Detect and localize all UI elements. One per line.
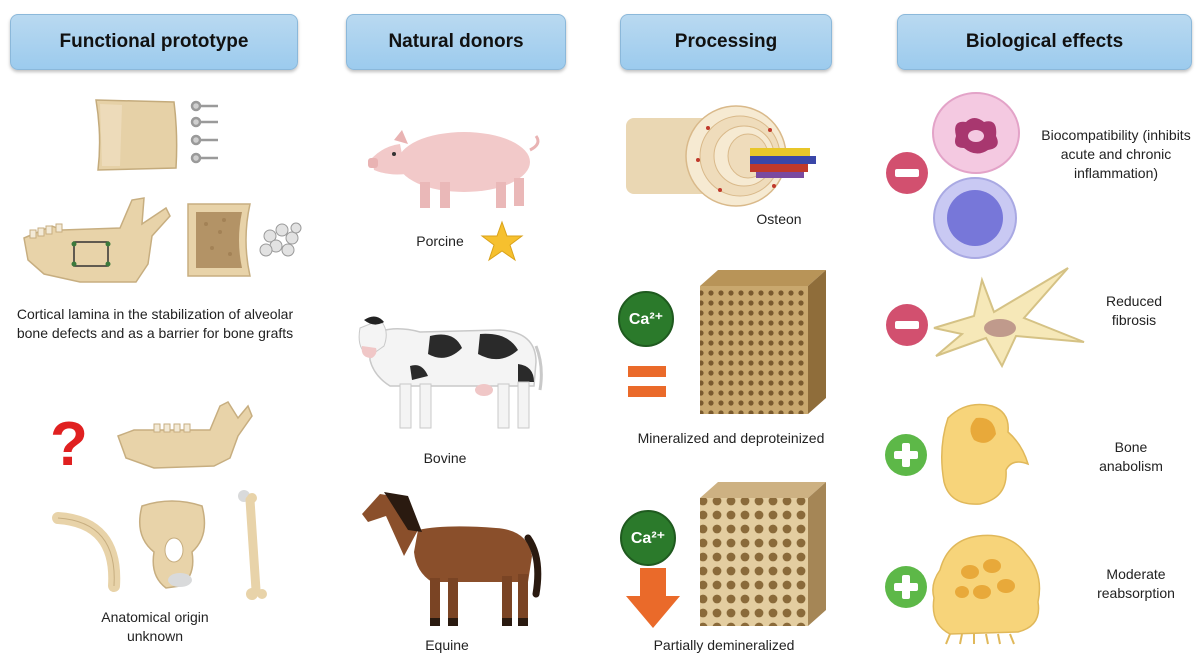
calcium-ion-badge-1: Ca²⁺ — [618, 291, 674, 347]
mandible-illustration — [20, 194, 176, 290]
plus-icon-2 — [885, 566, 927, 608]
anatomical-origin-caption: Anatomical origin unknown — [80, 608, 230, 646]
header-natural-donors: Natural donors — [346, 14, 566, 70]
bone-graft-barrier-illustration — [184, 200, 306, 280]
neutrophil-cell-illustration — [930, 90, 1022, 176]
question-mark-icon: ? — [50, 410, 88, 480]
equine-label: Equine — [404, 636, 490, 655]
star-icon — [480, 220, 524, 262]
calcium-ion-badge-2: Ca²⁺ — [620, 510, 676, 566]
long-bone-illustration — [228, 488, 276, 604]
bovine-label: Bovine — [400, 449, 490, 468]
pig-illustration — [364, 116, 546, 212]
osteoclast-cell-illustration — [926, 528, 1048, 646]
header-biological-effects: Biological effects — [897, 14, 1192, 70]
equals-icon — [628, 364, 668, 400]
biocompatibility-label: Biocompatibility (inhibits acute and chr… — [1032, 126, 1200, 183]
mineralized-bone-block-illustration — [696, 268, 830, 418]
cortical-lamina-plate-illustration — [92, 96, 224, 174]
moderate-reabsorption-label: Moderate reabsorption — [1080, 565, 1192, 603]
cow-illustration — [350, 306, 546, 434]
fibroblast-cell-illustration — [928, 262, 1088, 372]
minus-icon-1 — [886, 152, 928, 194]
horse-illustration — [356, 486, 544, 630]
plus-icon-1 — [885, 434, 927, 476]
minus-icon-2 — [886, 304, 928, 346]
mineralized-caption: Mineralized and deproteinized — [606, 429, 856, 448]
header-processing: Processing — [620, 14, 832, 70]
pelvis-bone-illustration — [132, 496, 212, 590]
osteon-illustration — [622, 100, 826, 212]
cortical-lamina-caption: Cortical lamina in the stabilization of … — [14, 305, 296, 343]
osteoblast-cell-illustration — [936, 398, 1034, 510]
porcine-label: Porcine — [398, 232, 482, 251]
reduced-fibrosis-label: Reduced fibrosis — [1094, 292, 1174, 330]
header-functional-prototype: Functional prototype — [10, 14, 298, 70]
osteon-label: Osteon — [736, 210, 822, 229]
demineralized-bone-block-illustration — [696, 480, 830, 630]
lymphocyte-cell-illustration — [932, 176, 1018, 260]
jawbone-illustration — [114, 396, 254, 472]
partially-caption: Partially demineralized — [618, 636, 830, 655]
bone-anabolism-label: Bone anabolism — [1086, 438, 1176, 476]
rib-bone-illustration — [48, 512, 122, 592]
down-arrow-icon — [626, 568, 680, 628]
